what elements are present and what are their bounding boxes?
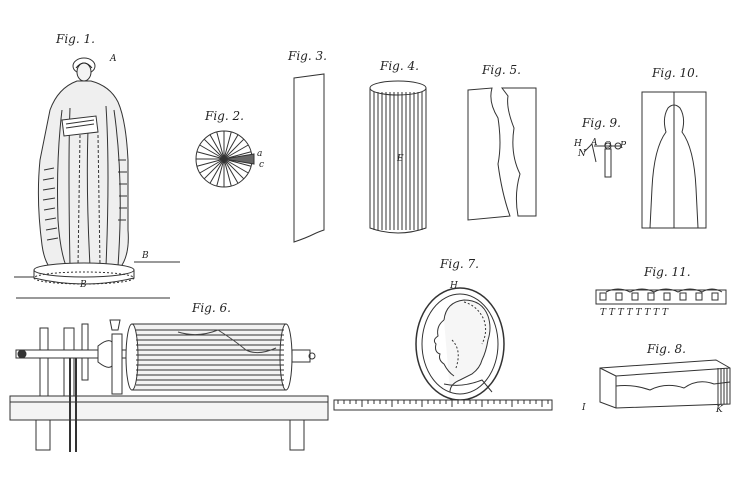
disc-spoke — [204, 139, 224, 159]
disc-spoke — [224, 135, 238, 159]
fig10-label: Fig. 10. — [652, 66, 699, 80]
fig2-radial-disc — [192, 128, 262, 190]
fig9-ref-a: A — [591, 138, 598, 148]
fig1-statue-drawing — [10, 40, 180, 310]
disc-spoke — [224, 159, 248, 173]
disc-spoke — [224, 145, 248, 159]
disc-spoke — [204, 159, 224, 179]
fig5-label: Fig. 5. — [482, 63, 521, 77]
disc-spoke — [210, 159, 224, 183]
fig2-ref-a: a — [257, 149, 263, 159]
fig7-ref-h: H — [450, 281, 458, 291]
fig11-label: Fig. 11. — [644, 265, 691, 279]
disc-spoke — [224, 159, 231, 186]
fig9-ref-p: P — [620, 141, 627, 151]
peg-box — [616, 293, 622, 300]
fig8-ref-i2: I — [582, 403, 586, 413]
disc-spoke — [224, 132, 231, 159]
disc-spoke — [217, 132, 224, 159]
disc-spoke — [200, 145, 224, 159]
fig9-ref-h: H — [574, 139, 582, 149]
fig4-fluted-cylinder — [366, 78, 432, 238]
fig1-ref-b1: B — [142, 251, 149, 261]
fig1-ref-b2: B — [80, 280, 87, 290]
peg-box — [664, 293, 670, 300]
peg-box — [648, 293, 654, 300]
disc-spoke — [210, 135, 224, 159]
fig7-label: Fig. 7. — [440, 257, 479, 271]
fig4-label: Fig. 4. — [380, 59, 419, 73]
fig9-ref-n: N — [578, 149, 586, 159]
disc-spoke — [224, 139, 244, 159]
fig10-silhouette-template — [640, 88, 710, 232]
fig11-ref-t: T T T T T T T T — [600, 308, 669, 318]
peg-box — [680, 293, 686, 300]
fig8-label: Fig. 8. — [647, 342, 686, 356]
fig8-layered-block — [594, 354, 734, 414]
fig6-lathe — [8, 310, 330, 452]
disc-spoke — [197, 152, 224, 159]
peg-box — [600, 293, 606, 300]
peg-box — [632, 293, 638, 300]
fig8-ref-k: K — [716, 405, 723, 415]
peg-box — [712, 293, 718, 300]
fig1-label: Fig. 1. — [56, 32, 95, 46]
disc-spoke — [224, 159, 244, 179]
fig2-label: Fig. 2. — [205, 109, 244, 123]
disc-spoke — [200, 159, 224, 173]
disc-spoke — [217, 159, 224, 186]
fig3-strip — [292, 70, 332, 248]
fig1-ref-a: A — [110, 54, 117, 64]
fig9-label: Fig. 9. — [582, 116, 621, 130]
fig5-broken-plate — [464, 84, 544, 224]
fig2-ref-c: c — [259, 160, 265, 170]
fig3-label: Fig. 3. — [288, 49, 327, 63]
fig6-label: Fig. 6. — [192, 301, 231, 315]
fig4-ref-e: E — [397, 154, 404, 164]
fig11-peg-strip — [594, 284, 730, 312]
disc-spoke — [197, 159, 224, 166]
fig7-cameo-on-ruler — [332, 280, 558, 420]
fig9-pin — [578, 134, 628, 184]
peg-box — [696, 293, 702, 300]
disc-spoke — [224, 159, 238, 183]
